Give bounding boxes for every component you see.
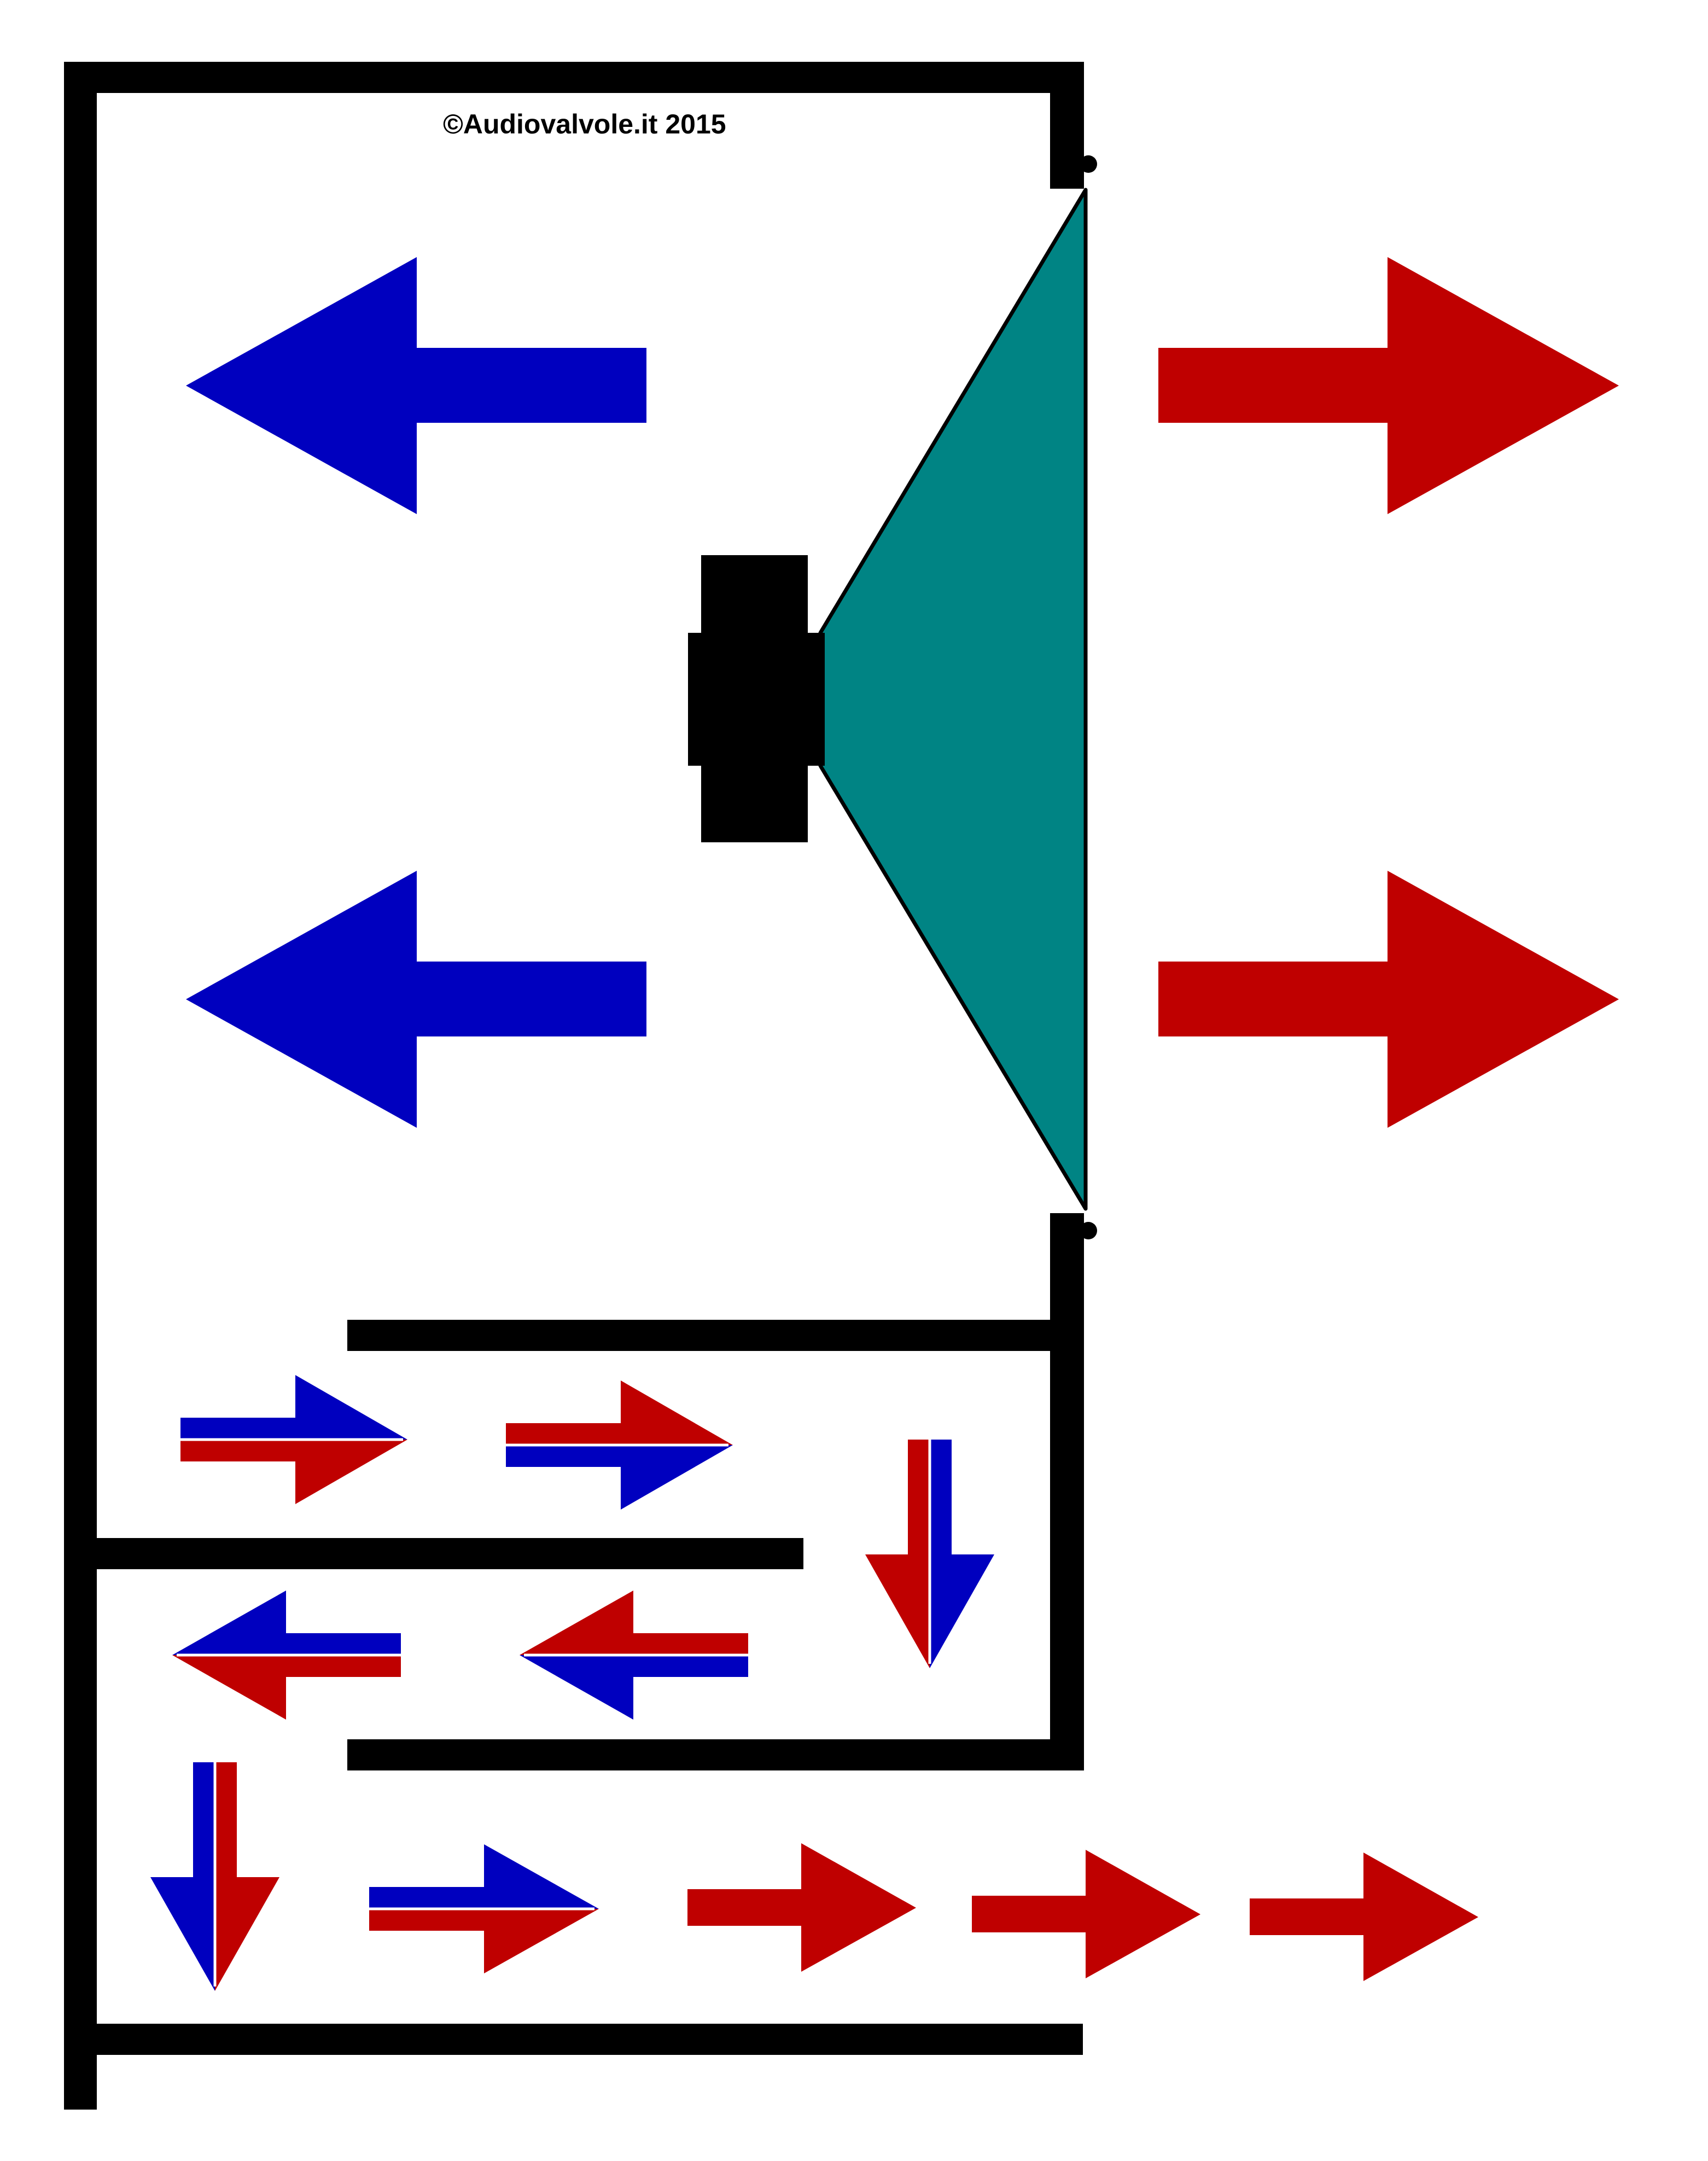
port-output-arrow-3 bbox=[1250, 1853, 1478, 1981]
port-output-arrow-1 bbox=[687, 1843, 916, 1972]
rear-wave-arrow-lower bbox=[186, 871, 646, 1128]
front-baffle-lower bbox=[1050, 1213, 1084, 1762]
labyrinth-baffle-2 bbox=[64, 1538, 803, 1569]
enclosure-wall-bottom bbox=[64, 2024, 1083, 2055]
loudspeaker-cone bbox=[818, 188, 1088, 1211]
mixed-arrow-5-bottom-half bbox=[520, 1655, 748, 1720]
mixed-arrow-3-right-half bbox=[930, 1440, 994, 1668]
mixed-arrow-1-bottom-half bbox=[180, 1440, 407, 1504]
surround-dot-top bbox=[1080, 155, 1097, 173]
mixed-arrow-7-top-half bbox=[369, 1844, 599, 1909]
front-wave-arrows bbox=[1158, 257, 1619, 1128]
labyrinth-baffle-1 bbox=[347, 1320, 1084, 1351]
rear-wave-arrows bbox=[186, 257, 646, 1128]
port-output-arrow-2 bbox=[972, 1850, 1200, 1978]
mixed-arrow-4-bottom-half bbox=[172, 1655, 401, 1720]
surround-dot-bottom bbox=[1080, 1222, 1097, 1239]
mixed-arrow-5-top-half bbox=[520, 1591, 748, 1655]
enclosure-wall-left bbox=[64, 62, 97, 2110]
mixed-arrow-6-right-half bbox=[215, 1762, 279, 1991]
port-output-arrows bbox=[687, 1843, 1478, 1981]
copyright-text: ©Audiovalvole.it 2015 bbox=[443, 109, 726, 139]
enclosure bbox=[64, 62, 1084, 2110]
mixed-arrow-2-top-half bbox=[506, 1381, 733, 1445]
mixed-wave-arrows bbox=[150, 1375, 994, 1991]
labyrinth-baffle-3 bbox=[347, 1739, 1084, 1770]
mixed-arrow-3-left-half bbox=[865, 1440, 930, 1668]
mixed-arrow-4-top-half bbox=[172, 1591, 401, 1655]
speaker-mount-upper bbox=[1050, 131, 1077, 189]
mixed-arrow-2-bottom-half bbox=[506, 1445, 733, 1510]
mixed-arrow-6-left-half bbox=[150, 1762, 215, 1991]
enclosure-wall-top bbox=[64, 62, 1084, 93]
loudspeaker bbox=[688, 155, 1097, 1239]
mixed-arrow-1-top-half bbox=[180, 1375, 407, 1440]
mixed-arrow-7-bottom-half bbox=[369, 1909, 599, 1973]
front-wave-arrow-lower bbox=[1158, 871, 1619, 1128]
front-wave-arrow-upper bbox=[1158, 257, 1619, 514]
rear-wave-arrow-upper bbox=[186, 257, 646, 514]
speaker-mount-lower bbox=[1050, 1213, 1077, 1257]
loudspeaker-magnet-plate bbox=[688, 633, 825, 766]
